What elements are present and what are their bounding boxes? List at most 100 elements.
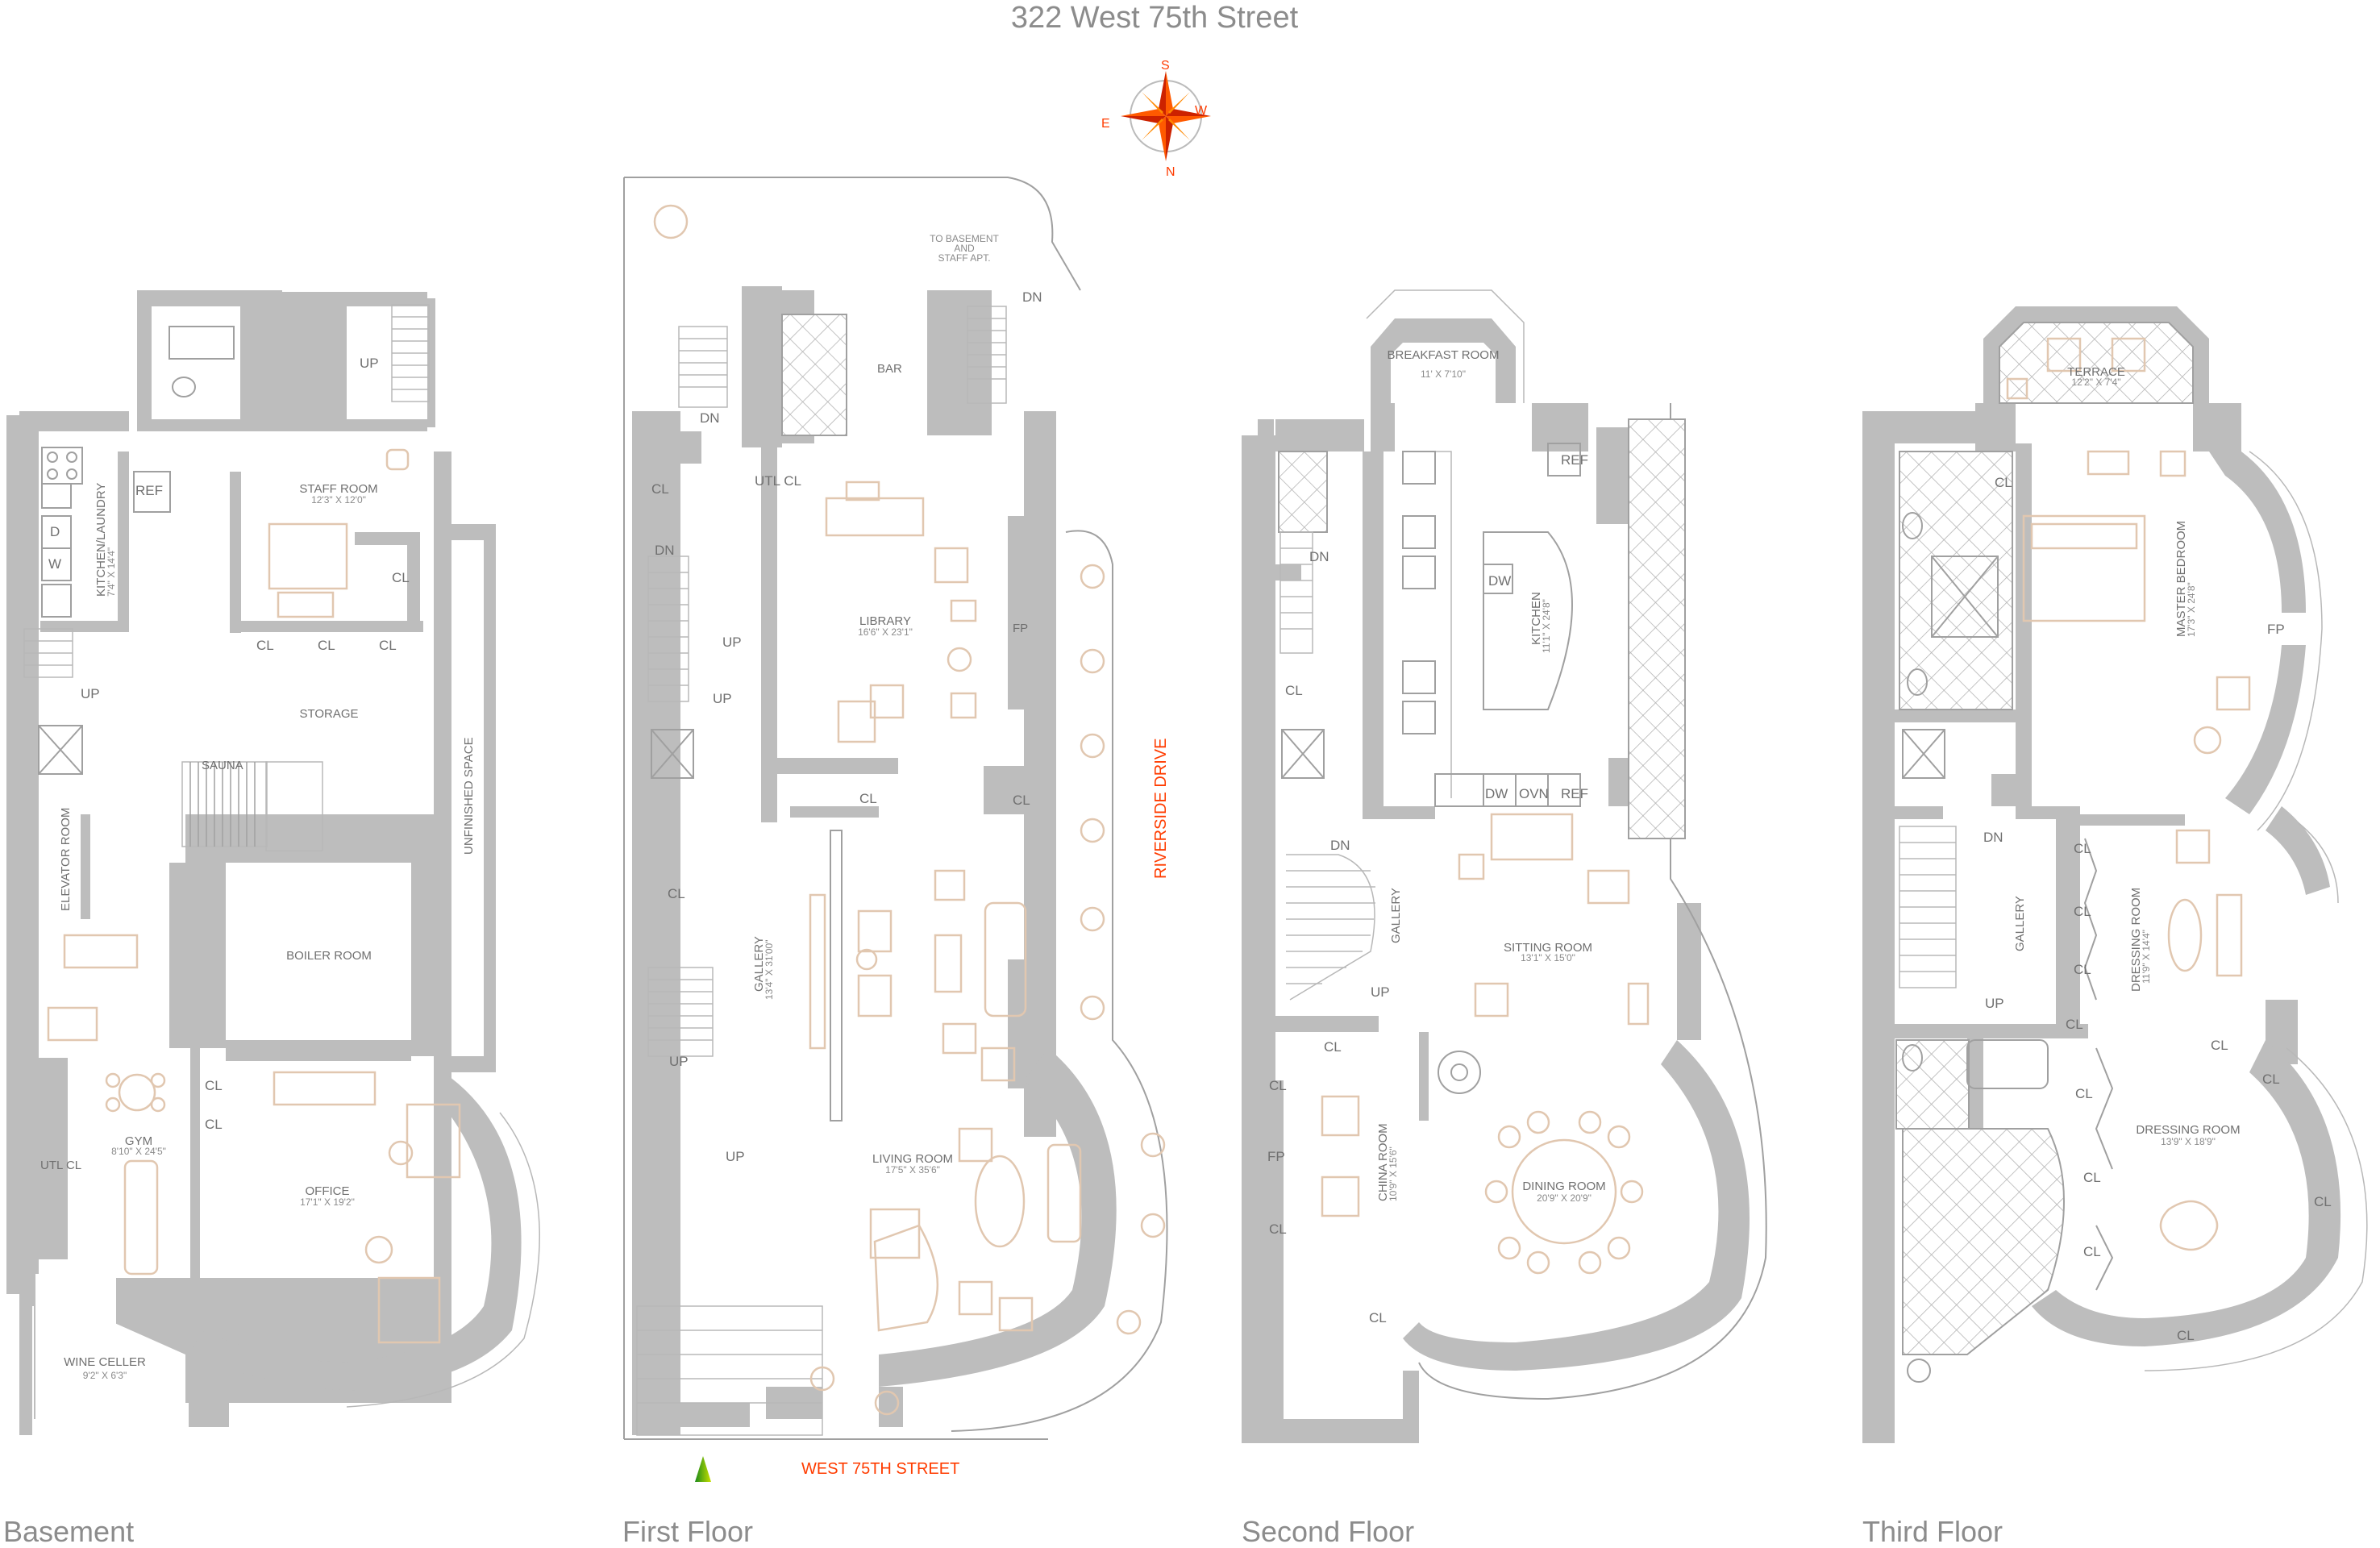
basement-unfinished-space: UNFINISHED SPACE	[462, 737, 476, 855]
basement-staff-room-dim: 12'3" X 12'0"	[311, 494, 366, 506]
first-library-dim: 16'6" X 23'1"	[858, 626, 913, 638]
first-dn-top: DN	[1022, 289, 1042, 305]
third-cl-12: CL	[2177, 1328, 2195, 1343]
third-cl-8: CL	[2075, 1086, 2093, 1101]
basement-gym-dim: 8'10" X 24'5"	[111, 1146, 166, 1157]
first-gallery: GALLERY	[752, 936, 766, 992]
basement-wine-cellar: WINE CELLER	[64, 1355, 146, 1369]
first-floor-plan: TO BASEMENT AND STAFF APT. DN DN DN BAR …	[622, 177, 1170, 1548]
first-gallery-dim: 13'4" X 31'00"	[764, 940, 775, 1001]
third-cl-2: CL	[2074, 841, 2091, 856]
basement-sauna: SAUNA	[202, 759, 243, 772]
compass-w: W	[1195, 104, 1208, 118]
basement-ref: REF	[135, 483, 163, 498]
second-kitchen-dim: 11'1" X 24'8"	[1541, 599, 1552, 653]
basement-up-top: UP	[360, 356, 379, 371]
first-up-2: UP	[713, 691, 732, 706]
second-dn-1: DN	[1309, 549, 1329, 564]
compass-e: E	[1101, 117, 1110, 131]
basement-cl-1: CL	[392, 570, 410, 585]
basement-plan: KITCHEN/LAUNDRY 7'4" X 14'4" REF D W STA…	[3, 290, 540, 1548]
third-cl-10: CL	[2314, 1194, 2332, 1209]
second-breakfast-room-dim: 11' X 7'10"	[1421, 368, 1466, 380]
second-cl-5: CL	[1369, 1310, 1387, 1325]
basement-kitchen-laundry: KITCHEN/LAUNDRY	[94, 483, 108, 597]
first-bar: BAR	[877, 362, 902, 376]
first-cl-3: CL	[1013, 793, 1030, 808]
second-dn-2: DN	[1330, 838, 1350, 853]
basement-d: D	[50, 524, 60, 539]
second-cl-4: CL	[1269, 1221, 1287, 1237]
second-up: UP	[1371, 984, 1390, 1000]
compass-rose-icon: S N E W	[1101, 59, 1211, 179]
third-cl-6: CL	[2211, 1038, 2228, 1053]
second-dining-room: DINING ROOM	[1522, 1180, 1605, 1193]
compass-n: N	[1166, 165, 1175, 179]
second-dw-2: DW	[1485, 786, 1508, 801]
compass-s: S	[1161, 59, 1170, 73]
third-dressing-room-1-dim: 11'9" X 14'4"	[2141, 930, 2152, 984]
plan-title: 322 West 75th Street	[1011, 1, 1299, 35]
basement-cl-3: CL	[318, 638, 335, 653]
second-sitting-room: SITTING ROOM	[1504, 941, 1592, 955]
third-cl-4: CL	[2074, 962, 2091, 977]
second-ref-2: REF	[1561, 786, 1588, 801]
third-fp: FP	[2267, 622, 2285, 637]
basement-office-dim: 17'1" X 19'2"	[300, 1196, 355, 1208]
basement-boiler-room: BOILER ROOM	[286, 949, 372, 963]
third-cl-7: CL	[2262, 1072, 2280, 1087]
third-up: UP	[1985, 996, 2004, 1011]
riverside-drive-label: RIVERSIDE DRIVE	[1152, 739, 1170, 879]
third-cl-11: CL	[2083, 1244, 2101, 1259]
basement-staff-room: STAFF ROOM	[299, 482, 377, 496]
second-kitchen: KITCHEN	[1529, 592, 1543, 645]
basement-kitchen-laundry-dim: 7'4" X 14'4"	[106, 547, 117, 597]
basement-w: W	[48, 556, 61, 572]
basement-cl-6: CL	[205, 1117, 223, 1132]
floor-label-first: First Floor	[622, 1515, 753, 1548]
basement-wine-cellar-dim: 9'2" X 6'3"	[83, 1370, 127, 1381]
third-cl-3: CL	[2074, 904, 2091, 919]
second-china-room-dim: 10'9" X 15'6"	[1388, 1146, 1399, 1201]
first-dn-mid: DN	[655, 543, 675, 558]
basement-gym: GYM	[125, 1134, 152, 1148]
first-library: LIBRARY	[859, 614, 911, 628]
basement-elevator-room: ELEVATOR ROOM	[59, 808, 73, 911]
first-cl-4: CL	[668, 886, 685, 901]
basement-utl-cl: UTL CL	[40, 1159, 81, 1172]
second-breakfast-room: BREAKFAST ROOM	[1388, 348, 1500, 362]
first-to-basement-3: STAFF APT.	[938, 252, 990, 264]
third-dressing-room-2-dim: 13'9" X 18'9"	[2161, 1136, 2216, 1147]
floor-label-basement: Basement	[3, 1515, 134, 1548]
second-fp: FP	[1267, 1149, 1285, 1164]
first-fp: FP	[1013, 622, 1028, 635]
third-master-bedroom: MASTER BEDROOM	[2174, 521, 2188, 637]
first-living-room-dim: 17'5" X 35'6"	[885, 1164, 940, 1176]
first-up-4: UP	[726, 1149, 745, 1164]
first-utl-cl: UTL CL	[755, 473, 801, 489]
second-gallery: GALLERY	[1389, 888, 1403, 943]
third-cl-9: CL	[2083, 1170, 2101, 1185]
first-to-basement-2: AND	[954, 243, 975, 254]
first-living-room: LIVING ROOM	[872, 1152, 953, 1166]
first-cl-2: CL	[859, 791, 877, 806]
third-master-bedroom-dim: 17'3" X 24'8"	[2186, 582, 2197, 637]
third-dressing-room-1: DRESSING ROOM	[2129, 888, 2143, 992]
first-up-3: UP	[669, 1054, 689, 1069]
west-75th-street-label: WEST 75TH STREET	[801, 1460, 959, 1478]
first-to-basement-1: TO BASEMENT	[930, 233, 999, 244]
third-cl-1: CL	[1995, 475, 2012, 490]
second-dining-room-dim: 20'9" X 20'9"	[1537, 1192, 1592, 1204]
third-dressing-room-2: DRESSING ROOM	[2136, 1123, 2240, 1137]
basement-cl-4: CL	[379, 638, 397, 653]
basement-up-left: UP	[81, 686, 100, 701]
first-up-1: UP	[722, 635, 742, 650]
second-china-room: CHINA ROOM	[1376, 1123, 1390, 1201]
second-cl-3: CL	[1269, 1078, 1287, 1093]
floor-label-third: Third Floor	[1862, 1515, 2003, 1548]
third-dn: DN	[1983, 830, 2003, 845]
second-cl-1: CL	[1285, 683, 1303, 698]
third-terrace: TERRACE	[2067, 365, 2125, 379]
first-dn-left: DN	[700, 410, 720, 426]
